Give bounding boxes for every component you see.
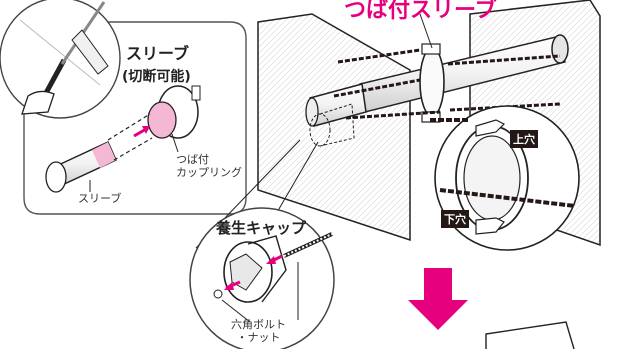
sleeve-title: スリーブ bbox=[126, 44, 190, 63]
collar-coupling-line2: カップリング bbox=[176, 166, 242, 179]
rebar-chains bbox=[333, 48, 561, 120]
sleeve-pipe bbox=[305, 34, 569, 127]
down-arrow bbox=[408, 268, 468, 330]
collar-coupling-label: つば付 カップリング bbox=[176, 153, 242, 179]
sleeve-inset bbox=[0, 0, 247, 215]
collar-coupling-line1: つば付 bbox=[176, 153, 209, 166]
next-panel bbox=[485, 321, 575, 350]
sleeve-cuttable-note: (切断可能) bbox=[122, 69, 191, 85]
hex-bolt-label: 六角ボルト ・ナット bbox=[231, 318, 286, 344]
hex-bolt-line2: ・ナット bbox=[236, 331, 281, 344]
title-leader bbox=[419, 13, 433, 49]
upper-hole-tag: 上穴 bbox=[510, 130, 538, 148]
protective-cap-title: 養生キャップ bbox=[216, 219, 307, 237]
title-sleeve-with-collar: つば付スリーブ bbox=[344, 0, 497, 23]
cap-zoom-circle bbox=[189, 139, 335, 353]
sleeve-label: スリーブ bbox=[78, 192, 122, 205]
holes-zoom-circle bbox=[430, 105, 580, 251]
hex-bolt-line1: 六角ボルト bbox=[231, 318, 286, 331]
lower-hole-tag: 下穴 bbox=[441, 210, 469, 228]
cap-hint bbox=[309, 103, 355, 147]
